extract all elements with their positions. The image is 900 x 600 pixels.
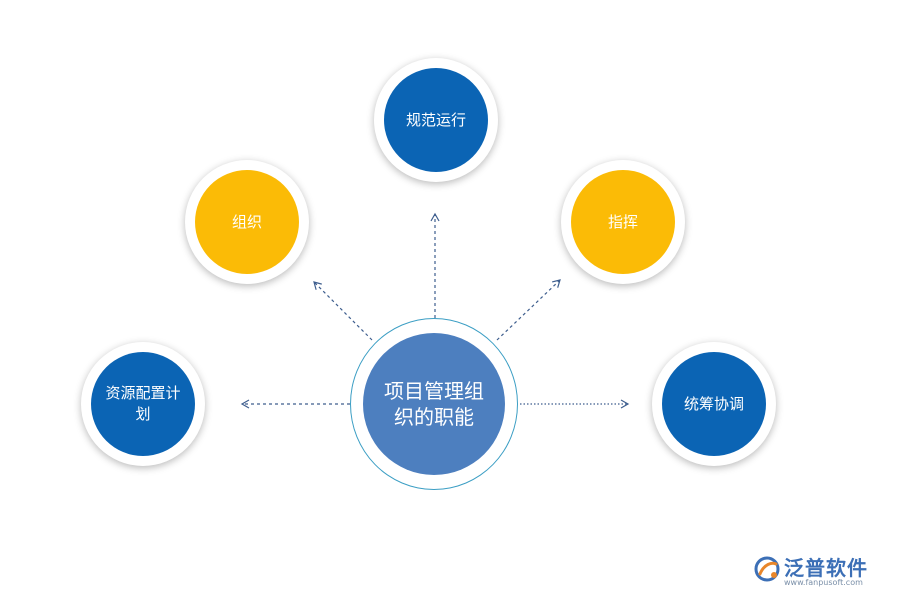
node-upper-right-label: 指挥 [607,212,638,231]
brand-logo: 泛普软件 www.fanpusoft.com [752,552,892,592]
node-right-label: 统筹协调 [683,394,744,413]
brand-logo-url: www.fanpusoft.com [784,578,863,587]
arrow-to-upper-right [496,279,561,341]
center-node-label: 项目管理组织的职能 [363,333,505,475]
node-top-label: 规范运行 [405,110,466,129]
node-left-label: 资源配置计划 [105,384,181,423]
node-upper-left-label: 组织 [231,212,262,231]
arrow-to-upper-left [313,281,373,341]
brand-logo-icon [754,556,780,582]
node-left: 资源配置计划 [81,342,205,466]
center-node: 项目管理组织的职能 [350,318,518,490]
node-top: 规范运行 [374,58,498,182]
node-upper-left: 组织 [185,160,309,284]
node-right: 统筹协调 [652,342,776,466]
brand-logo-name: 泛普软件 [784,556,868,580]
node-upper-right: 指挥 [561,160,685,284]
